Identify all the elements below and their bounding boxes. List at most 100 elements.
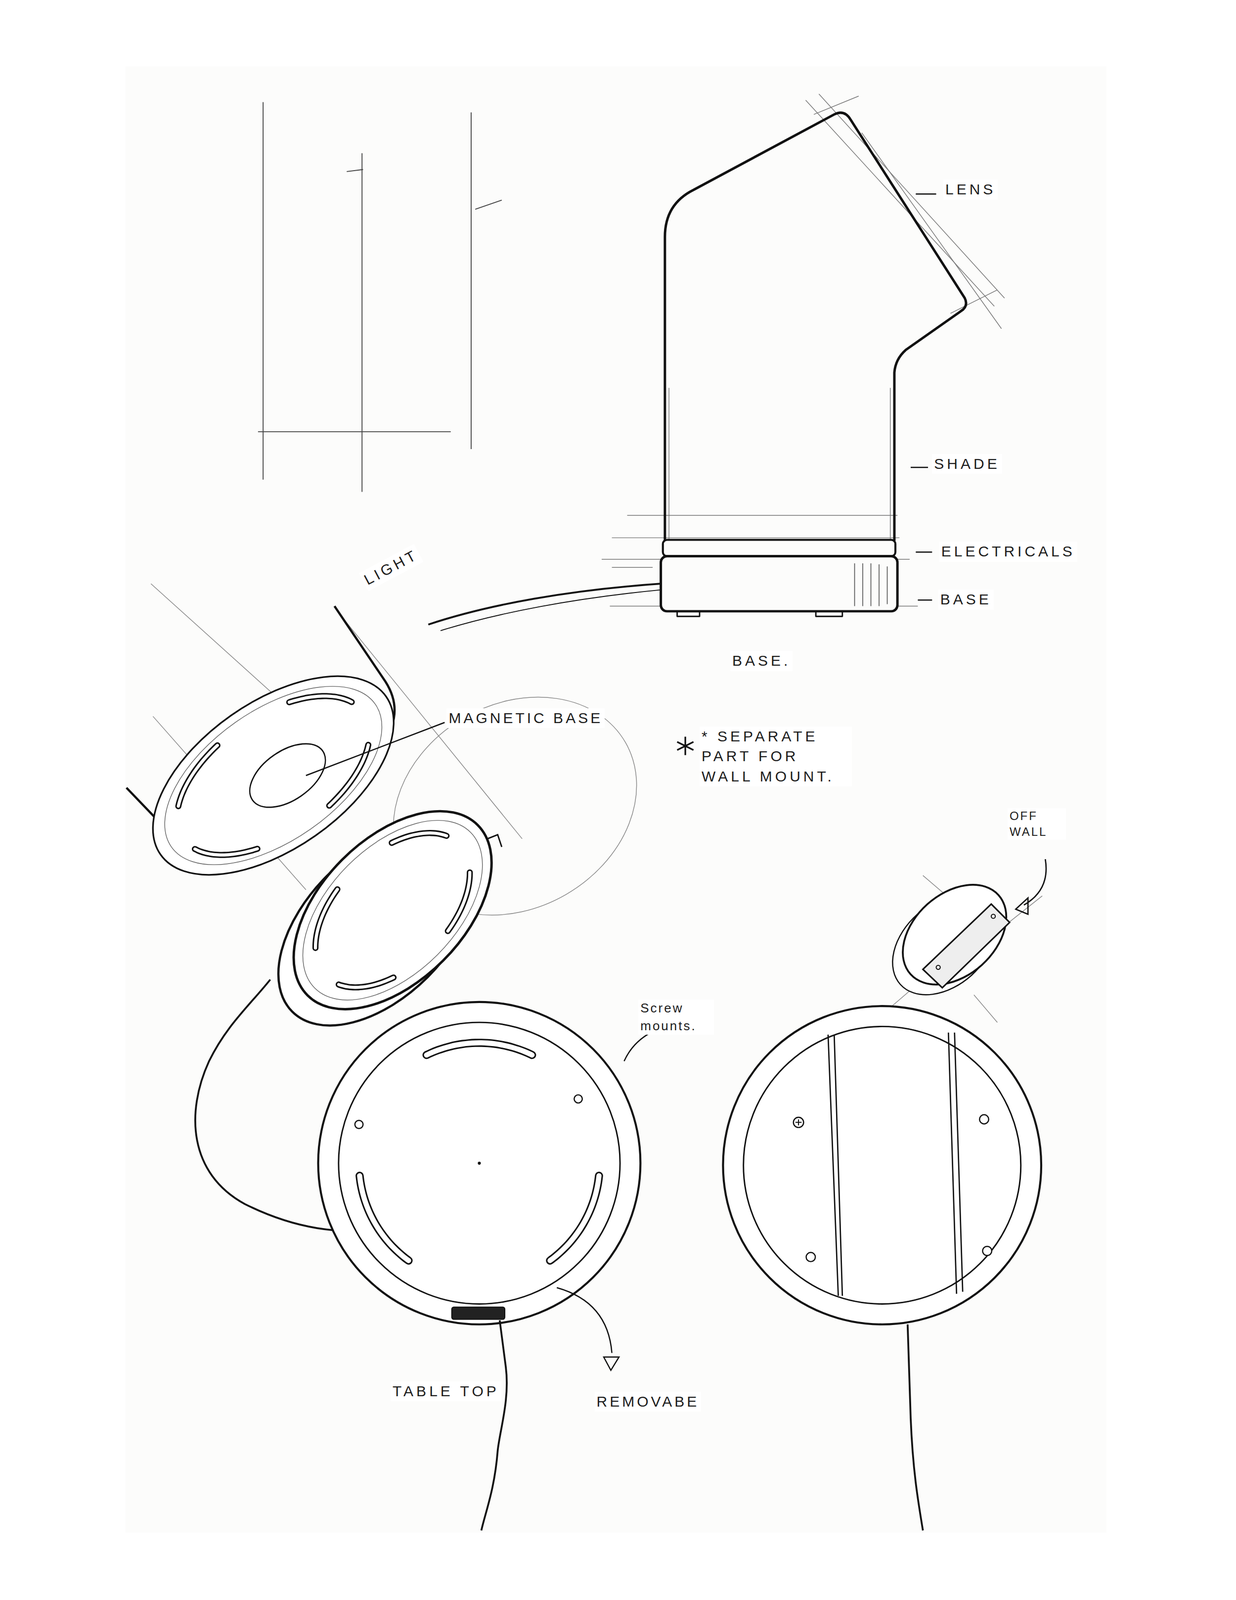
vent-slot xyxy=(289,695,352,702)
sketch-stroke xyxy=(806,1251,816,1262)
sketch-stroke xyxy=(354,1119,364,1129)
part-label: REMOVABE xyxy=(594,1391,702,1412)
sketch-stroke xyxy=(950,289,998,313)
vent-slot xyxy=(194,848,258,855)
part-label: LENS xyxy=(943,179,998,200)
part-label: ELECTRICALS xyxy=(939,541,1078,562)
wall-mount-puck xyxy=(873,864,1043,1022)
sketch-stroke xyxy=(982,1245,992,1256)
sketch-stroke xyxy=(883,864,1026,1005)
vent-slot-outline xyxy=(426,1042,532,1055)
sketch-stroke xyxy=(661,556,898,612)
sketch-stroke xyxy=(623,1032,651,1061)
sketch-stroke xyxy=(627,514,898,516)
sketch-stroke xyxy=(603,1356,619,1370)
sketch-stroke xyxy=(743,1025,1021,1304)
sketch-stroke xyxy=(612,537,900,538)
vent-slot-outline xyxy=(289,695,352,702)
sketch-stroke xyxy=(612,566,654,568)
sketch-stroke xyxy=(556,1286,612,1353)
sketch-stroke xyxy=(487,834,502,847)
sketch-stroke xyxy=(677,736,694,755)
lamp-side-view xyxy=(428,112,967,631)
vent-slot xyxy=(391,832,447,843)
sketch-stroke xyxy=(936,965,941,970)
sketch-stroke xyxy=(910,466,928,468)
sketch-stroke xyxy=(662,539,896,557)
sketch-stroke xyxy=(262,102,264,480)
vent-slot-outline xyxy=(550,1175,600,1260)
vent-slot-outline xyxy=(194,848,258,855)
sketch-stroke xyxy=(470,112,472,449)
vent-slots xyxy=(178,695,369,855)
part-label: TABLE TOP xyxy=(390,1380,502,1402)
vent-slots xyxy=(315,832,470,987)
leader-lines xyxy=(556,1032,651,1370)
sketch-stroke xyxy=(991,914,996,919)
wall-mount-base xyxy=(722,1005,1042,1530)
vent-slot-outline xyxy=(359,1175,409,1260)
sketch-stroke xyxy=(451,1306,505,1320)
leader-lines xyxy=(910,193,937,600)
sketch-stroke xyxy=(361,153,363,492)
sketch-stroke xyxy=(481,1319,507,1530)
pointer-arrow xyxy=(1015,858,1046,914)
leader-line xyxy=(306,722,445,776)
table-top-base xyxy=(318,1001,641,1530)
sketch-stroke xyxy=(258,431,451,433)
construction-lines xyxy=(258,102,502,492)
sketch-stroke xyxy=(907,1324,924,1531)
sketch-stroke xyxy=(478,1161,481,1164)
sketch-stroke xyxy=(722,1005,1042,1325)
sketch-stroke xyxy=(440,589,662,631)
vent-slot xyxy=(550,1175,600,1260)
sketch-stroke xyxy=(338,1021,620,1304)
sketch-stroke xyxy=(795,1118,802,1125)
vent-slot-outline xyxy=(178,745,218,806)
vent-slot xyxy=(178,745,218,806)
part-label: BASE xyxy=(938,589,994,610)
sketch-stroke xyxy=(815,611,843,617)
sketch-stroke xyxy=(813,95,859,115)
vent-slot-outline xyxy=(338,976,394,987)
part-label: Screw mounts. xyxy=(638,999,714,1034)
vent-slot xyxy=(426,1042,532,1055)
sketch-stroke xyxy=(475,200,502,210)
sketch-stroke xyxy=(346,169,363,172)
vent-slot-outline xyxy=(315,888,338,948)
design-note: * SEPARATE PART FOR WALL MOUNT. xyxy=(699,726,852,787)
vent-slot xyxy=(447,872,470,931)
sketch-stroke xyxy=(664,112,967,541)
sketch-stroke xyxy=(1015,897,1028,915)
vent-slot xyxy=(338,976,394,987)
part-label: SHADE xyxy=(931,453,1002,475)
sketch-stroke xyxy=(828,1032,963,1296)
sketch-stroke xyxy=(854,563,888,607)
sketch-stroke xyxy=(318,1001,641,1325)
note-asterisk xyxy=(677,736,694,755)
vent-slots xyxy=(359,1042,599,1260)
part-label: OFF WALL xyxy=(1007,807,1066,840)
sketch-stroke xyxy=(915,193,936,195)
sketch-stroke xyxy=(805,99,995,307)
sketch-stroke xyxy=(238,730,337,820)
vent-slot-outline xyxy=(391,832,447,843)
sketch-stroke xyxy=(428,583,661,625)
sketch-stroke xyxy=(979,1114,989,1124)
part-label: MAGNETIC BASE xyxy=(446,707,605,729)
vent-slot xyxy=(359,1175,409,1260)
sketch-stroke xyxy=(923,903,1010,988)
sketch-stroke xyxy=(269,787,516,1033)
sketch-stroke xyxy=(573,1094,583,1104)
sketch-stroke xyxy=(818,93,1005,299)
vent-slot xyxy=(315,888,338,948)
sketch-stroke xyxy=(861,132,1002,329)
sketch-stroke xyxy=(793,1116,804,1128)
sketch-stroke xyxy=(917,599,932,601)
sketch-stroke xyxy=(915,551,932,553)
vent-slot-outline xyxy=(447,872,470,931)
sketch-stroke xyxy=(677,611,700,617)
view-title: BASE. xyxy=(730,650,793,671)
